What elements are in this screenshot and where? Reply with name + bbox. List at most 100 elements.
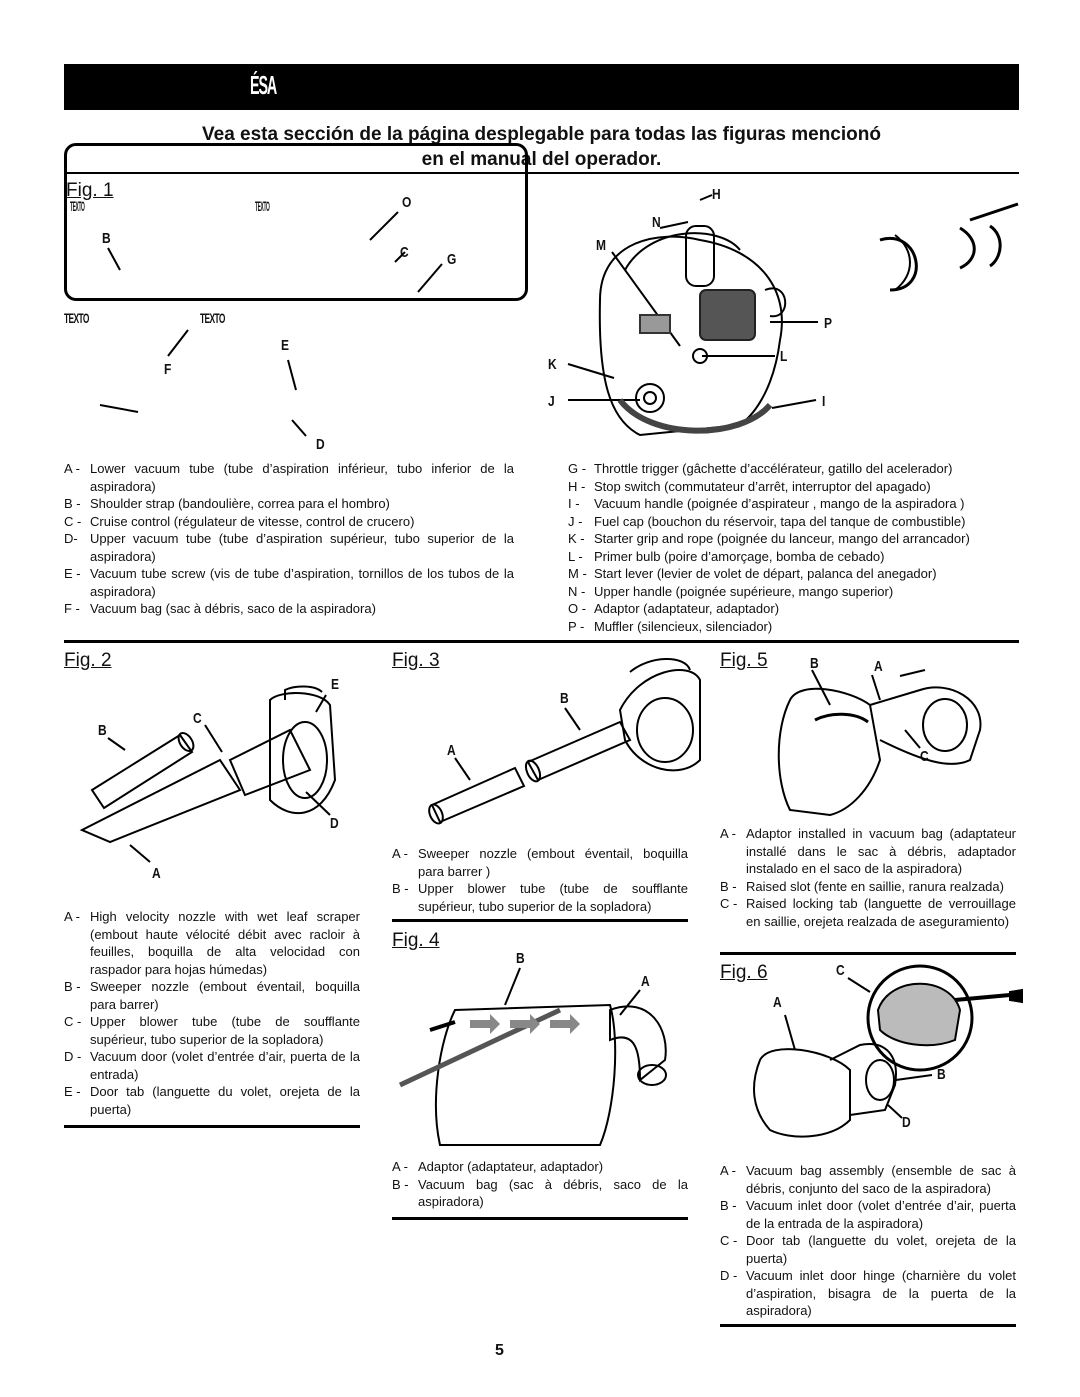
fig1-garbled-text-3: TEXTO [64,310,89,326]
legend-item: P -Muffler (silencieux, silenciador) [568,618,1020,636]
legend-text: Throttle trigger (gâchette d’accélérateu… [594,461,953,476]
legend-key: D - [64,1049,82,1064]
legend-text: Start lever (levier de volet de départ, … [594,566,937,581]
fig1-callout-g: G [447,251,457,268]
legend-text: Primer bulb (poire d’amorçage, bomba de … [594,548,885,564]
legend-text: Upper vacuum tube (tube d’aspiration sup… [90,531,514,564]
fig1-callout-n: N [652,214,661,231]
legend-item: D - Vacuum inlet door hinge (charnière du… [720,1267,1016,1320]
fig1-callout-e: E [281,337,290,354]
subtitle-line2: en el manual del operador. [421,149,662,170]
fig1-garbled-text-4: TEXTO [200,310,225,326]
fig6-callout-b: B [937,1066,946,1083]
fig4-rule [392,1217,688,1220]
legend-text: Adaptor (adaptateur, adaptador) [594,601,780,616]
legend-key: K - [568,531,585,546]
legend-text: Vacuum inlet door hinge (charnière du vo… [746,1268,1016,1318]
legend-item: O - Adaptor (adaptateur, adaptador) [568,600,1020,618]
fig1-callout-m: M [596,237,606,254]
header-banner [64,64,1019,110]
legend-key: D - [720,1268,738,1283]
fig6-title: Fig. 6 [720,962,768,983]
legend-item: G - Throttle trigger (gâchette d’accéléra… [568,460,1020,478]
legend-text: Vacuum bag (sac à débris, saco de la asp… [418,1176,688,1210]
legend-key: C - [720,896,738,911]
legend-key: A - [720,1163,736,1178]
fig5-callout-b: B [810,655,819,672]
fig1-frame [64,143,528,301]
legend-item: B -Vacuum inlet door (volet d’entrée d’a… [720,1197,1016,1232]
legend-key: B - [392,1176,409,1192]
header-rule [64,172,1019,174]
legend-text: Vacuum tube screw (vis de tube d’aspirat… [90,566,514,599]
fig2-rule [64,1125,360,1128]
legend-key: B - [720,1198,737,1213]
legend-item: M -Start lever (levier de volet de dépar… [568,565,1020,583]
fig6-rule [720,1324,1016,1327]
fig3-callout-b: B [560,690,569,707]
legend-text: Door tab (languette du volet, orejeta de… [90,1084,360,1117]
fig3-callout-a: A [447,742,456,759]
legend-key: A - [64,909,80,924]
legend-text: Muffler (silencieux, silenciador) [594,618,773,634]
fig2-legend: A - High velocity nozzle with wet leaf sc… [64,908,360,1118]
legend-item: K -Starter grip and rope (poignée du lan… [568,530,1020,548]
fig3-rule [392,919,688,922]
fig1-legend-left: A -Lower vacuum tube (tube d’aspiration … [64,460,514,618]
fig1-callout-o: O [402,194,412,211]
legend-text: High velocity nozzle with wet leaf scrap… [90,909,360,977]
legend-text: Vacuum handle (poignée d’aspirateur , ma… [594,496,965,511]
legend-item: A -Sweeper nozzle (embout éventail, boqu… [392,845,688,880]
legend-text: Cruise control (régulateur de vitesse, c… [90,513,415,529]
fig1-callout-h: H [712,186,721,203]
fig1-callout-l: L [780,348,788,365]
legend-key: A - [392,1159,408,1174]
legend-item: A -Adaptor installed in vacuum bag (adap… [720,825,1016,878]
legend-key: J - [568,513,583,529]
legend-key: B - [64,979,81,994]
legend-text: Door tab (languette du volet, orejeta de… [746,1233,1016,1266]
fig1-callout-d: D [316,436,325,453]
legend-key: G - [568,461,587,476]
legend-item: F -Vacuum bag (sac à débris, saco de la … [64,600,514,618]
legend-item: B -Raised slot (fente en saillie, ranura… [720,878,1016,896]
fig4-callout-a: A [641,973,650,990]
legend-text: Vacuum bag assembly (ensemble de sac à d… [746,1163,1016,1196]
legend-item: C -Door tab (languette du volet, orejeta… [720,1232,1016,1267]
subtitle-line1: Vea esta sección de la página desplegabl… [202,124,881,145]
banner-text: ÉSA [250,70,277,100]
legend-key: E - [64,1084,81,1099]
fig1-callout-i: I [822,393,826,410]
legend-text: Vacuum door (volet d’entrée d’air, puert… [90,1049,360,1082]
legend-text: Fuel cap (bouchon du réservoir, tapa del… [594,513,966,529]
fig1-callout-b: B [102,230,111,247]
legend-text: Sweeper nozzle (embout éventail, boquill… [90,979,360,1012]
legend-item: D - Vacuum door (volet d’entrée d’air, pu… [64,1048,360,1083]
legend-text: Raised slot (fente en saillie, ranura re… [746,878,1004,894]
fig1-legend-right: G - Throttle trigger (gâchette d’accéléra… [568,460,1020,635]
fig6-callout-d: D [902,1114,911,1131]
legend-item: A - Vacuum bag assembly (ensemble de sac … [720,1162,1016,1197]
legend-key: I - [568,496,580,511]
fig5-title: Fig. 5 [720,650,768,671]
fig3-title: Fig. 3 [392,650,440,671]
legend-key: B - [64,496,81,511]
legend-item: H -Stop switch (commutateur d’arrêt, int… [568,478,1020,496]
legend-item: E -Vacuum tube screw (vis de tube d’aspi… [64,565,514,600]
fig1-garbled-text-2: TEXTO [255,198,270,214]
page-number: 5 [495,1342,504,1359]
legend-text: Vacuum bag (sac à débris, saco de la asp… [90,601,376,616]
legend-key: O - [568,601,587,616]
legend-key: H - [568,478,586,494]
legend-item: B -Shoulder strap (bandoulière, correa p… [64,495,514,513]
fig2-callout-d: D [330,815,339,832]
fig2-callout-a: A [152,865,161,882]
fig2-callout-e: E [331,676,340,693]
legend-text: Upper handle (poignée supérieure, mango … [594,583,894,599]
legend-item: D-Upper vacuum tube (tube d’aspiration s… [64,530,514,565]
legend-item: A -Lower vacuum tube (tube d’aspiration … [64,460,514,495]
legend-text: Adaptor installed in vacuum bag (adaptat… [746,826,1016,876]
